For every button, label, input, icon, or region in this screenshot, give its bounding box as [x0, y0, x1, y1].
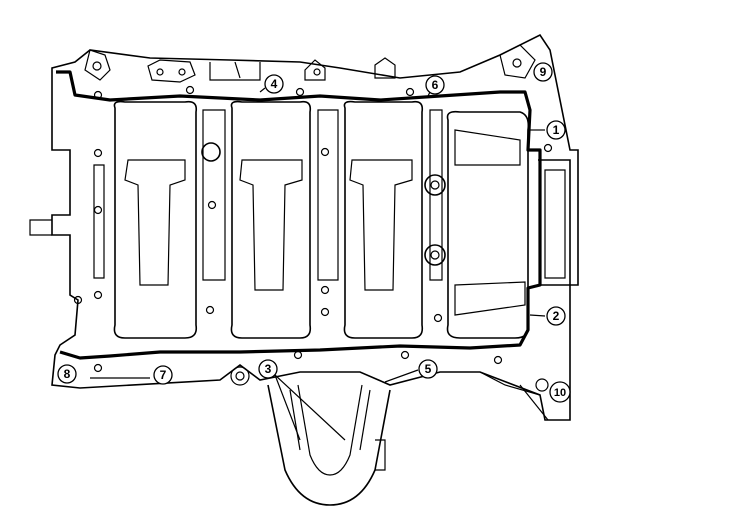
callout-9-label: 9: [540, 65, 547, 79]
oil-pump-pickup: [267, 384, 391, 506]
callout-6-label: 6: [432, 78, 439, 92]
callout-10: 10: [549, 381, 571, 403]
callout-7-label: 7: [160, 368, 167, 382]
callout-6: 6: [425, 75, 445, 95]
block-outline: [29, 33, 579, 421]
callout-2-label: 2: [553, 309, 560, 323]
callout-4: 4: [264, 74, 284, 94]
callout-7: 7: [153, 365, 173, 385]
callout-1: 1: [546, 120, 566, 140]
callout-3: 3: [258, 359, 278, 379]
callout-8: 8: [57, 364, 77, 384]
callout-5-label: 5: [425, 362, 432, 376]
callout-1-label: 1: [553, 123, 560, 137]
callout-10-label: 10: [554, 387, 566, 399]
callout-5: 5: [418, 359, 438, 379]
crank-bays: [73, 85, 553, 386]
leader-lines: [90, 87, 549, 441]
callout-8-label: 8: [64, 367, 71, 381]
callout-4-label: 4: [271, 77, 278, 91]
callout-9: 9: [533, 62, 553, 82]
callout-3-label: 3: [265, 362, 272, 376]
sealant-line: [56, 70, 542, 360]
callout-2: 2: [546, 306, 566, 326]
